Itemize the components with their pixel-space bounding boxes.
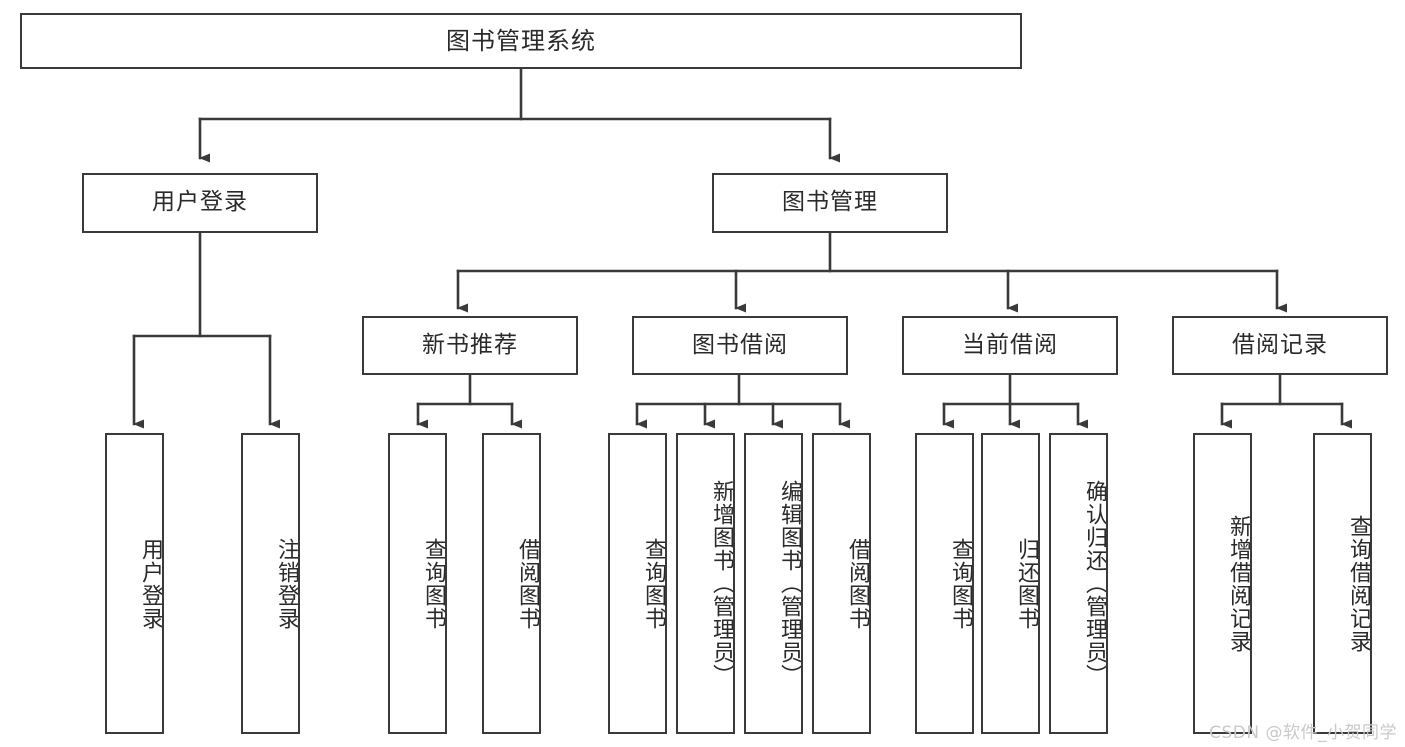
node-current-borrow[interactable]: 当前借阅: [902, 316, 1118, 375]
node-current-borrow-label: 当前借阅: [962, 331, 1058, 358]
node-leaf-user-login[interactable]: 用户登录: [105, 433, 164, 734]
node-leaf-borrow-add-label: 新增图书（管理员）: [709, 480, 734, 687]
node-root[interactable]: 图书管理系统: [20, 13, 1022, 69]
node-borrow-record[interactable]: 借阅记录: [1172, 316, 1388, 375]
node-leaf-rec-search[interactable]: 查询借阅记录: [1313, 433, 1372, 734]
node-user-login[interactable]: 用户登录: [82, 173, 318, 233]
node-leaf-cur-query[interactable]: 查询图书: [915, 433, 974, 734]
node-book-manage-label: 图书管理: [782, 189, 878, 216]
node-borrow-record-label: 借阅记录: [1232, 331, 1328, 358]
node-leaf-borrow-lend[interactable]: 借阅图书: [812, 433, 871, 734]
node-leaf-rec-add-label: 新增借阅记录: [1226, 514, 1251, 653]
node-leaf-cur-confirm-label: 确认归还（管理员）: [1082, 480, 1107, 687]
node-book-borrow[interactable]: 图书借阅: [632, 316, 848, 375]
node-leaf-cur-confirm[interactable]: 确认归还（管理员）: [1049, 433, 1108, 734]
node-leaf-borrow-query[interactable]: 查询图书: [608, 433, 667, 734]
node-leaf-cur-query-label: 查询图书: [948, 537, 973, 630]
node-book-borrow-label: 图书借阅: [692, 331, 788, 358]
node-leaf-borrow-add[interactable]: 新增图书（管理员）: [676, 433, 735, 734]
node-leaf-rec-add[interactable]: 新增借阅记录: [1193, 433, 1252, 734]
node-book-manage[interactable]: 图书管理: [712, 173, 948, 233]
node-leaf-rec-query[interactable]: 查询图书: [388, 433, 447, 734]
node-leaf-rec-search-label: 查询借阅记录: [1346, 514, 1371, 653]
node-leaf-user-logout-label: 注销登录: [274, 537, 299, 630]
node-leaf-borrow-query-label: 查询图书: [641, 537, 666, 630]
node-leaf-borrow-edit-label: 编辑图书（管理员）: [777, 480, 802, 687]
node-leaf-user-login-label: 用户登录: [138, 537, 163, 630]
node-user-login-label: 用户登录: [152, 189, 248, 216]
node-leaf-rec-borrow[interactable]: 借阅图书: [482, 433, 541, 734]
node-leaf-borrow-edit[interactable]: 编辑图书（管理员）: [744, 433, 803, 734]
node-new-book-rec-label: 新书推荐: [422, 331, 518, 358]
node-root-label: 图书管理系统: [446, 26, 596, 55]
node-leaf-user-logout[interactable]: 注销登录: [241, 433, 300, 734]
node-leaf-rec-query-label: 查询图书: [421, 537, 446, 630]
node-leaf-cur-return[interactable]: 归还图书: [981, 433, 1040, 734]
node-leaf-cur-return-label: 归还图书: [1014, 537, 1039, 630]
node-leaf-borrow-lend-label: 借阅图书: [845, 537, 870, 630]
node-leaf-rec-borrow-label: 借阅图书: [515, 537, 540, 630]
node-new-book-rec[interactable]: 新书推荐: [362, 316, 578, 375]
